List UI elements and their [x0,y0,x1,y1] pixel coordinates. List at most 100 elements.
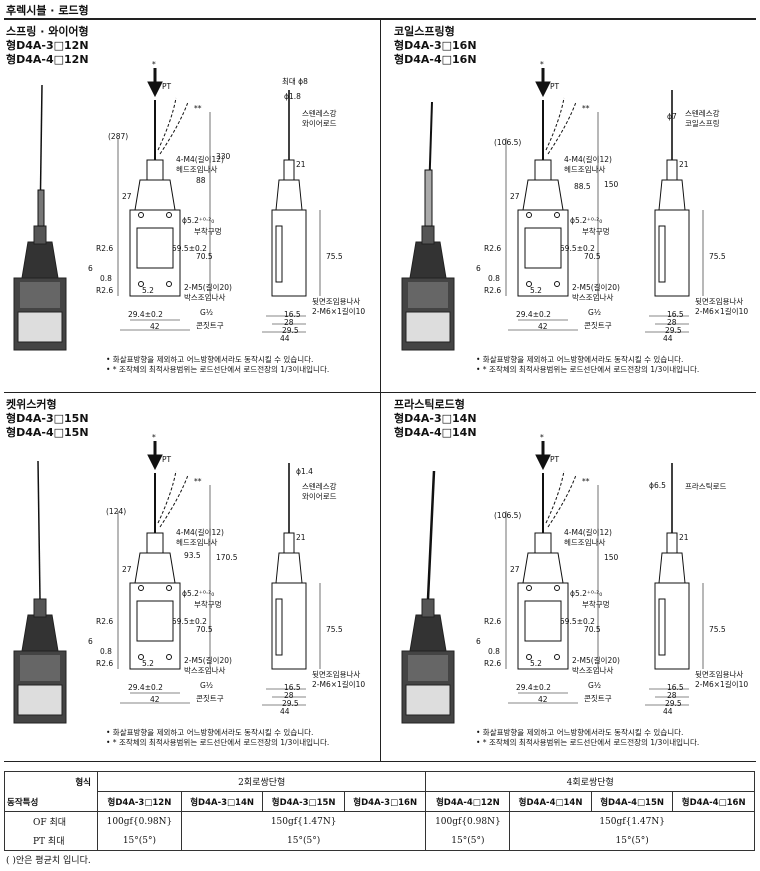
model-cell: 형D4A-3□14N [180,791,264,812]
dimension-label: 59.5±0.2 [560,617,595,626]
dimension-label: 16.5 [667,683,684,692]
dimension-label: PT [550,82,560,91]
dimension-label: (287) [108,132,129,141]
dimension-label: 6 [476,637,481,646]
front-view [505,441,599,704]
dimension-label: 75.5 [326,252,343,261]
dimension-label: 88 [196,176,206,185]
dimension-label: 150 [604,553,619,562]
front-view [505,68,599,331]
dimension-label: PT [162,455,172,464]
dimension-label: ϕ5.2⁺⁰·²₀ [182,216,215,225]
side-view [645,463,704,706]
dimension-label: 29.5 [665,326,682,335]
dimension-label: 59.5±0.2 [172,244,207,253]
dimension-label: ** [582,477,590,486]
dimension-label: (106.5) [494,138,522,147]
dimension-label: PT [550,455,560,464]
dimension-label: 부착구멍 [582,227,610,236]
dimension-label: 뒷면조임용나사 [312,297,361,306]
dimension-label: ϕ5.2⁺⁰·²₀ [570,589,603,598]
dimension-label: 스텐레스강 [302,482,337,491]
dimension-label: 콘짓트구 [584,694,612,703]
dimension-label: 4-M4(길이12) [176,155,224,164]
dimension-label: 2-M5(길이20) [184,656,232,665]
dimension-label: 4-M4(길이12) [564,155,612,164]
dimension-label: 150 [604,180,619,189]
dimension-label: 29.5 [282,326,299,335]
model-row: 형D4A-3□12N 형D4A-3□14N 형D4A-3□15N 형D4A-3□… [5,791,755,812]
panel-title: 형D4A-3□15N [6,412,89,425]
dimension-label: 27 [122,192,132,201]
usage-note: • 화살표방향을 제외하고 어느방향에서라도 동작시킬 수 있습니다. [476,355,684,364]
model-cell: 형D4A-3□15N [262,791,345,812]
divider-vertical-top [380,20,381,392]
dimension-label: 27 [122,565,132,574]
switch-photo [401,470,455,724]
dimension-label: 21 [296,160,306,169]
dimension-label: 75.5 [326,625,343,634]
dimension-label: ϕ1.4 [296,467,313,476]
side-view [262,90,321,333]
dimension-label: R2.6 [484,617,502,626]
dimension-label: 2-M6×1길이10 [312,680,366,689]
dimension-label: 헤드조임나사 [564,165,606,174]
dimension-label: R2.6 [96,244,114,253]
usage-note: • 화살표방향을 제외하고 어느방향에서라도 동작시킬 수 있습니다. [106,355,314,364]
usage-note: • * 조작체의 최적사용범위는 로드선단에서 로드전장의 1/3이내입니다. [106,365,330,374]
dimension-label: 75.5 [709,625,726,634]
row-label: PT 최대 [4,831,98,851]
switch-photo [401,101,455,351]
dimension-label: PT [162,82,172,91]
dimension-label: 70.5 [584,625,601,634]
spec-table: 형식 동작특성 2회로쌍단형 4회로쌍단형 형D4A-3□12N 형D4A-3□… [4,771,755,851]
dimension-label: 59.5±0.2 [560,244,595,253]
dimension-label: 28 [284,318,294,327]
dimension-label: 2-M5(길이20) [572,656,620,665]
spec-corner-cell: 형식 동작특성 [4,771,98,812]
switch-photo [13,460,67,724]
group2-header: 4회로쌍단형 [425,771,755,792]
dimension-label: 2-M5(길이20) [572,283,620,292]
dimension-label: 28 [667,691,677,700]
dimension-label: 29.4±0.2 [516,310,551,319]
dimension-label: 88.5 [574,182,591,191]
table-row: PT 최대 15°(5°) 15°(5°) 15°(5°) 15°(5°) [4,831,755,851]
dimension-label: 4-M4(길이12) [564,528,612,537]
usage-note: • 화살표방향을 제외하고 어느방향에서라도 동작시킬 수 있습니다. [106,728,314,737]
table-row: OF 최대 100gf{0.98N} 150gf{1.47N} 100gf{0.… [4,811,755,831]
dimension-label: 콘짓트구 [196,694,224,703]
dimension-label: 44 [663,707,673,716]
dimension-label: (124) [106,507,127,516]
dimension-label: 21 [296,533,306,542]
dimension-label: 프라스틱로드 [685,482,727,491]
model-cell: 형D4A-4□14N [509,791,592,812]
row-label: OF 최대 [4,811,98,831]
switch-drawing [401,441,704,724]
model-cell: 형D4A-3□12N [97,791,182,812]
side-view [262,463,321,706]
side-view [645,90,704,333]
panel-title: 형D4A-3□14N [394,412,477,425]
divider-table [4,761,756,762]
dimension-label: 29.5 [665,699,682,708]
panel-title: 형D4A-4□15N [6,426,89,439]
dimension-label: ** [582,104,590,113]
footnote: ( )안은 평균치 입니다. [6,856,91,866]
dimension-label: 6 [476,264,481,273]
model-cell: 형D4A-4□16N [672,791,755,812]
dimension-label: 2-M5(길이20) [184,283,232,292]
dimension-label: * [540,433,544,442]
char-label: 동작특성 [7,797,39,808]
dimension-label: 6 [88,637,93,646]
dimension-label: 코일스프링 [685,119,720,128]
dimension-label: 42 [538,322,548,331]
usage-note: • 화살표방향을 제외하고 어느방향에서라도 동작시킬 수 있습니다. [476,728,684,737]
usage-note: • * 조작체의 최적사용범위는 로드선단에서 로드전장의 1/3이내입니다. [476,738,700,747]
dimension-label: 16.5 [284,683,301,692]
dimension-label: 부착구멍 [582,600,610,609]
model-cell: 형D4A-3□16N [343,791,427,812]
model-cell: 형D4A-4□15N [590,791,674,812]
value-cell: 100gf{0.98N} [425,811,511,831]
